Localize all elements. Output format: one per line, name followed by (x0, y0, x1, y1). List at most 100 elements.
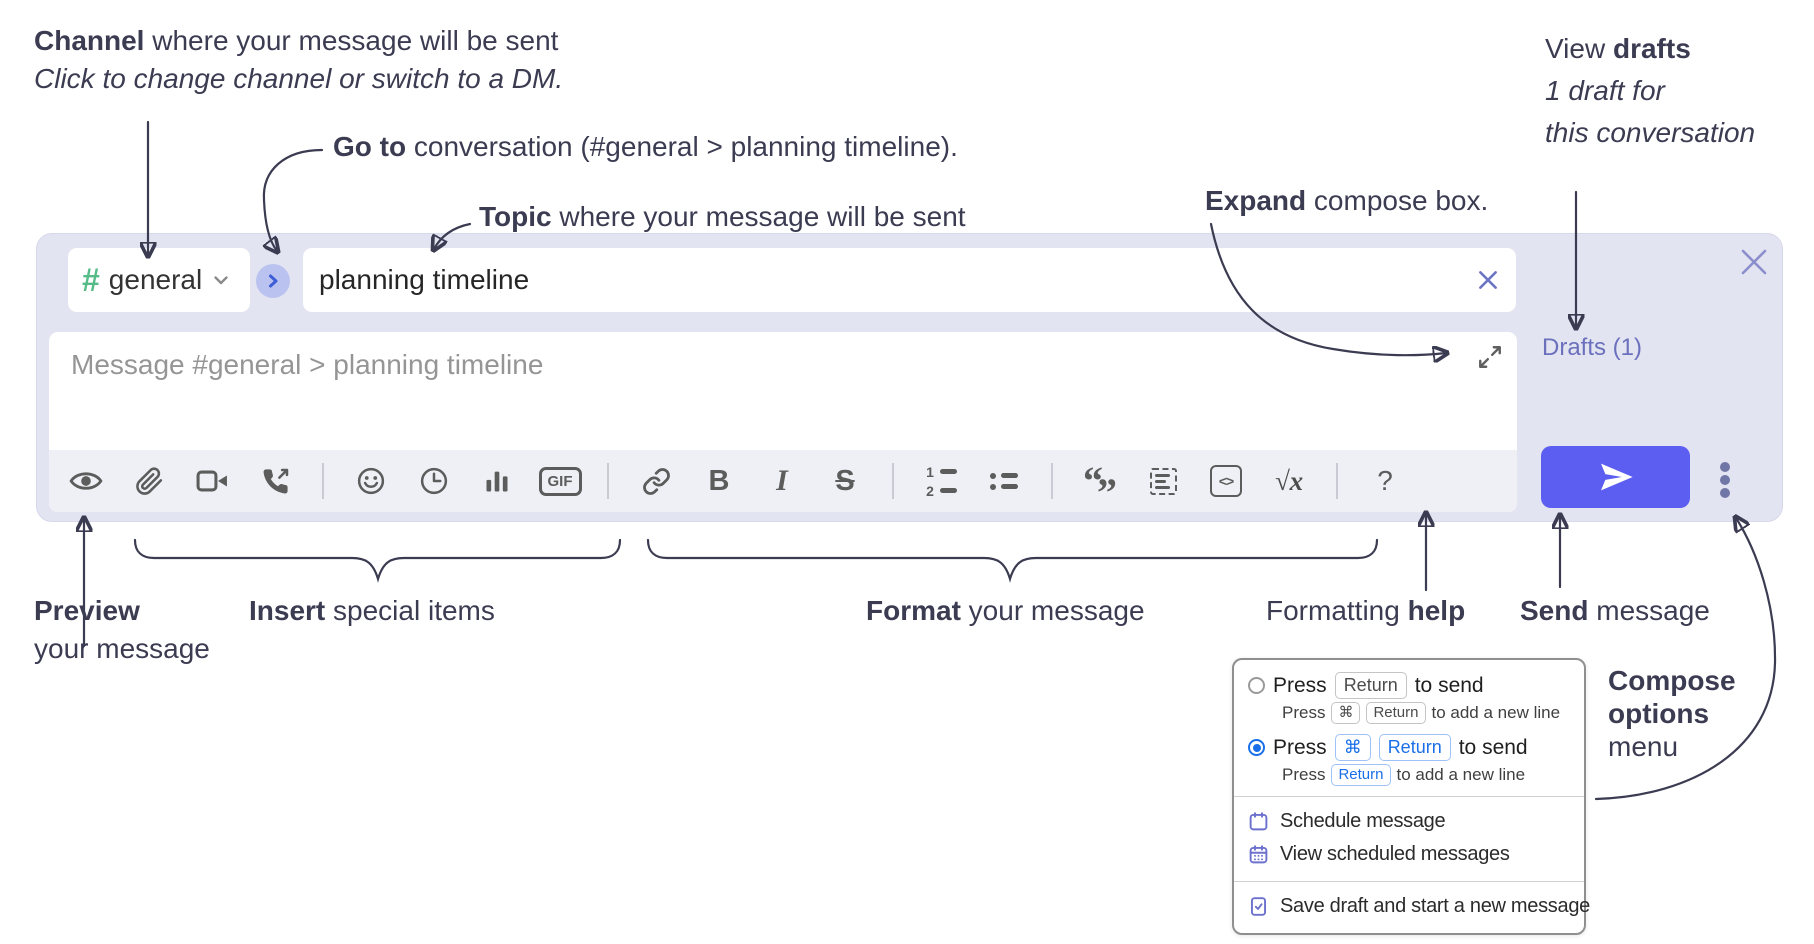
return-key-chip: Return (1378, 734, 1451, 761)
insert-link-button[interactable] (628, 458, 684, 504)
spoiler-button[interactable] (1135, 458, 1191, 504)
strikethrough-icon: S (835, 464, 855, 497)
message-placeholder: Message #general > planning timeline (71, 349, 544, 380)
numbered-list-icon: 1 2 (926, 465, 957, 498)
send-annotation: Send message (1520, 595, 1710, 626)
expand-annotation: Expand compose box. (1205, 185, 1489, 216)
kebab-dot (1720, 488, 1730, 498)
channel-annotation: Channel where your message will be sent … (34, 25, 564, 94)
add-global-time-button[interactable] (406, 458, 462, 504)
italic-icon: I (776, 464, 788, 497)
toolbar-divider (892, 463, 894, 499)
format-annotation: Format your message (866, 595, 1145, 626)
bulleted-list-button[interactable] (976, 458, 1032, 504)
insert-annotation: Insert special items (249, 595, 495, 626)
math-icon: √x (1274, 465, 1304, 496)
send-option-cmd-return-subtext: Press Return to add a new line (1282, 764, 1526, 786)
clear-topic-button[interactable] (1476, 268, 1500, 292)
eye-icon (69, 472, 103, 490)
numbered-list-button[interactable]: 1 2 (913, 458, 969, 504)
start-voice-call-button[interactable] (247, 458, 303, 504)
chevron-right-icon (269, 274, 278, 288)
bold-icon: B (708, 464, 730, 497)
send-button[interactable] (1541, 446, 1690, 508)
math-button[interactable]: √x (1261, 458, 1317, 504)
spoiler-icon (1149, 467, 1177, 495)
compose-options-popup: Press Return to send Press ⌘ Return to a… (1232, 658, 1590, 935)
calendar-days-icon (1248, 844, 1269, 865)
kebab-dot (1720, 475, 1730, 485)
popup-divider (1234, 881, 1584, 882)
compose-toolbar: GIF B I S (49, 450, 1517, 515)
close-icon (1479, 271, 1497, 289)
preview-annotation: Preview your message (34, 595, 210, 664)
italic-button[interactable]: I (754, 458, 810, 504)
smiley-icon (357, 467, 385, 495)
compose-options-menu-button[interactable] (1707, 452, 1743, 508)
topic-value: planning timeline (319, 264, 530, 295)
toolbar-divider (322, 463, 324, 499)
attach-file-button[interactable] (121, 458, 177, 504)
start-video-call-button[interactable] (184, 458, 240, 504)
close-compose-button[interactable] (1737, 245, 1771, 279)
formatting-help-annotation: Formatting help (1266, 595, 1466, 626)
menu-item-schedule-message[interactable]: Schedule message (1248, 805, 1572, 838)
calendar-icon (1248, 811, 1269, 832)
formatting-help-button[interactable]: ? (1357, 458, 1413, 504)
menu-item-view-scheduled-messages[interactable]: View scheduled messages (1248, 838, 1572, 871)
channel-selector[interactable]: # general (68, 248, 250, 312)
toolbar-divider (607, 463, 609, 499)
add-emoji-button[interactable] (343, 458, 399, 504)
channel-name: general (108, 264, 203, 295)
toolbar-divider (1336, 463, 1338, 499)
video-camera-icon (196, 470, 227, 492)
go-to-annotation: Go to conversation (#general > planning … (333, 131, 958, 162)
quote-icon: “ ” (1083, 458, 1117, 515)
return-key-chip: Return (1366, 702, 1426, 724)
return-key-chip: Return (1331, 764, 1391, 786)
bulleted-list-icon (990, 472, 1018, 490)
topic-annotation: Topic where your message will be sent (479, 201, 966, 232)
topic-input[interactable]: planning timeline (303, 248, 1516, 312)
cmd-key-chip: ⌘ (1331, 702, 1361, 724)
question-mark-icon: ? (1377, 465, 1393, 496)
quote-button[interactable]: “ ” (1072, 458, 1128, 515)
send-paper-plane-icon (1600, 463, 1633, 491)
drafts-link[interactable]: Drafts (1) (1542, 334, 1643, 361)
expand-diagonal-icon (1479, 346, 1501, 368)
message-compose-area[interactable]: Message #general > planning timeline (49, 332, 1517, 515)
add-gif-button[interactable]: GIF (532, 458, 588, 504)
add-poll-button[interactable] (469, 458, 525, 504)
send-option-return[interactable]: Press Return to send (1248, 672, 1572, 699)
go-to-conversation-button[interactable] (256, 264, 290, 298)
radio-unselected[interactable] (1248, 677, 1265, 694)
chevron-down-icon (214, 276, 228, 285)
compose-options-annotation: Compose options menu (1608, 665, 1736, 762)
phone-call-icon (263, 468, 288, 493)
radio-selected[interactable] (1248, 739, 1265, 756)
expand-compose-button[interactable] (1477, 344, 1503, 370)
hash-icon: # (82, 262, 100, 298)
paperclip-icon (135, 466, 162, 495)
toolbar-divider (1051, 463, 1053, 499)
save-draft-icon (1248, 896, 1269, 917)
send-option-return-subtext: Press ⌘ Return to add a new line (1282, 702, 1561, 724)
gif-icon: GIF (538, 466, 582, 496)
compose-box: # general planning timeline Message #gen… (36, 233, 1783, 522)
code-icon: <> (1210, 465, 1242, 497)
send-option-cmd-return[interactable]: Press ⌘ Return to send (1248, 734, 1572, 761)
preview-button[interactable] (58, 458, 114, 504)
bold-button[interactable]: B (691, 458, 747, 504)
bar-chart-icon (486, 471, 508, 492)
cmd-key-chip: ⌘ (1334, 734, 1371, 761)
menu-item-save-draft[interactable]: Save draft and start a new message (1248, 890, 1590, 923)
link-icon (642, 467, 670, 495)
kebab-dot (1720, 462, 1730, 472)
clock-icon (420, 467, 448, 495)
close-icon (1741, 249, 1767, 275)
strikethrough-button[interactable]: S (817, 458, 873, 504)
popup-divider (1234, 796, 1584, 797)
return-key-chip: Return (1334, 672, 1407, 699)
code-button[interactable]: <> (1198, 458, 1254, 504)
